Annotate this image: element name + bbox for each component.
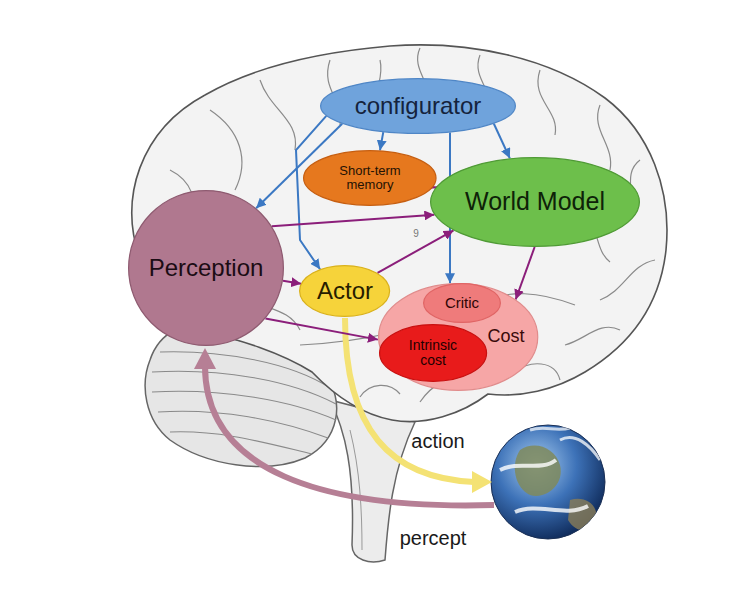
stray-number: 9 [413, 228, 419, 239]
earth-cloud [530, 428, 570, 430]
connector-arrow [283, 281, 301, 284]
connector-arrow [272, 215, 435, 226]
earth-land [515, 446, 561, 496]
module-ellipse: World Model [430, 157, 640, 247]
sulcus [376, 60, 381, 115]
sulcus [328, 60, 341, 125]
earth-surface [500, 428, 600, 530]
sulcus [210, 110, 242, 190]
sulcus [565, 327, 620, 345]
lateral-sulcus [300, 294, 575, 345]
node-label: Short-term memory [327, 164, 413, 193]
module-ellipse: configurator [320, 78, 516, 134]
node-label: configurator [355, 93, 482, 119]
stem-line [350, 430, 362, 550]
arrow-label: percept [400, 527, 467, 549]
connector-arrow [516, 247, 535, 300]
sulcus [360, 385, 400, 397]
node-label: Perception [149, 255, 264, 281]
ellipse-shape [299, 265, 390, 317]
brain-sulci [160, 48, 655, 402]
ellipse-outline [424, 284, 501, 323]
ellipse-outline [431, 158, 640, 247]
label-anchor: 9 [413, 228, 419, 239]
earth-cloud [560, 438, 600, 460]
module-circle: Perception [128, 190, 284, 346]
module-ellipse: Short-term memory [303, 150, 437, 206]
module-ellipse: Actor [299, 265, 390, 317]
percept-arrowhead [194, 348, 216, 369]
ellipse-outline [321, 79, 516, 134]
node-label: Critic [445, 295, 479, 312]
node-label: World Model [465, 188, 605, 216]
circle-shape [128, 190, 284, 346]
folia-line [158, 411, 328, 438]
ellipse-shape [320, 78, 516, 134]
connector-arrow [433, 186, 435, 188]
sulcus [515, 364, 560, 380]
sulcus [478, 55, 492, 120]
ellipse-shape [378, 283, 538, 391]
connector-arrow [378, 230, 454, 272]
module-ellipse: Intrinsic cost [379, 324, 487, 382]
connector-arrow [265, 319, 377, 340]
ellipse-outline [304, 151, 436, 206]
node-label: Actor [317, 278, 373, 304]
percept-arrow [205, 366, 494, 505]
connector-arrow [494, 124, 510, 159]
sulcus [600, 260, 655, 300]
cerebrum [132, 45, 667, 422]
ellipse-shape [303, 150, 437, 206]
ellipse-shape [423, 283, 501, 323]
ellipse-shape [379, 324, 487, 382]
connector-arrow [256, 124, 342, 209]
sulcus [170, 170, 194, 225]
earth-cloud [515, 506, 588, 512]
brain-stem [330, 400, 415, 562]
sulcus [625, 160, 640, 220]
sulcus [260, 80, 296, 150]
connector-arrow [449, 132, 451, 283]
label-anchor: percept [400, 527, 467, 549]
sulcus [418, 48, 428, 100]
sulcus [585, 215, 610, 262]
module-ellipse: Critic [423, 283, 501, 323]
ellipse-outline [300, 266, 390, 317]
node-label: Intrinsic cost [399, 338, 467, 369]
earth-cloud [500, 460, 556, 470]
sulcus [598, 105, 611, 170]
ellipse-shape [430, 157, 640, 247]
label-anchor: action [411, 430, 464, 452]
circle-outline [129, 191, 284, 346]
sulcus [160, 230, 190, 280]
connector-arrow [380, 132, 383, 150]
arrow-label: action [411, 430, 464, 452]
folia-line [152, 371, 336, 404]
node-label: Cost [487, 327, 524, 347]
earth-land [568, 499, 597, 531]
ellipse-outline [378, 284, 537, 391]
sulcus [250, 300, 300, 330]
sulcus [538, 70, 556, 135]
earth-globe [491, 425, 605, 539]
container-ellipse: Cost CriticIntrinsic cost [378, 283, 538, 391]
action-arrowhead [472, 471, 492, 493]
ellipse-outline [379, 325, 486, 382]
action-arrow [345, 318, 474, 482]
connector-arrow [296, 116, 326, 269]
sulcus [420, 379, 470, 402]
